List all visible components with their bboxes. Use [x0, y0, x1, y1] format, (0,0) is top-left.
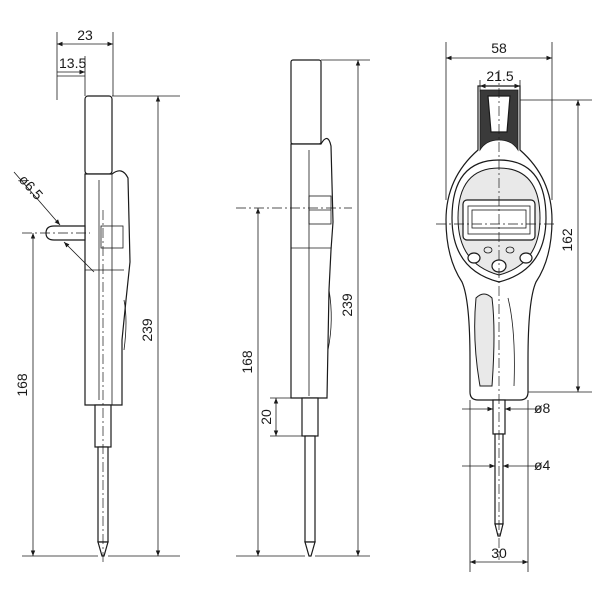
- side-dim-body-depth: 13.5: [59, 55, 86, 71]
- front-dim-tip-length: 20: [258, 409, 274, 425]
- front-spindle: [304, 435, 316, 543]
- back-dim-stem-diameter: ø8: [534, 400, 551, 416]
- front-lower-stem: [301, 397, 319, 437]
- front-dim-total-height: 239: [339, 293, 355, 317]
- back-dim-body-height: 162: [559, 228, 575, 252]
- front-top-cap: [290, 59, 322, 145]
- front-body: [290, 137, 334, 399]
- back-dim-overall-width: 58: [491, 40, 507, 56]
- front-tip: [304, 541, 316, 557]
- side-dim-center-height: 168: [14, 373, 30, 397]
- back-button-left: [467, 252, 481, 264]
- back-dim-top-width: 21.5: [486, 68, 513, 84]
- back-dim-base-width: 30: [491, 545, 507, 561]
- side-dim-overall-width: 23: [77, 27, 93, 43]
- side-top-cap: [84, 95, 113, 175]
- back-button-right: [519, 252, 533, 264]
- back-view: 58 21.5 162 ø8 ø4 30: [436, 40, 592, 572]
- side-body: [84, 170, 131, 406]
- side-dim-stem-diameter: ø6.5: [16, 171, 47, 203]
- back-dim-spindle-diameter: ø4: [534, 457, 551, 473]
- side-dim-total-height: 239: [139, 318, 155, 342]
- back-handle-shading: [474, 293, 495, 387]
- front-view: 239 168 20: [236, 59, 370, 557]
- front-dim-center-height: 168: [239, 350, 255, 374]
- side-view: 23 13.5 ø6.5 239 168: [13, 27, 180, 565]
